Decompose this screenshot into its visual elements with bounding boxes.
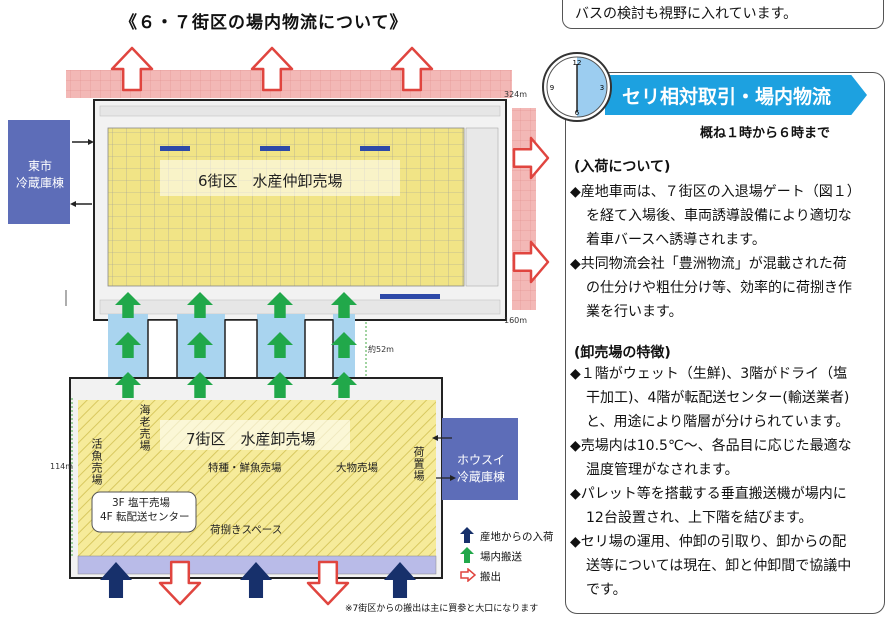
info-panel — [565, 72, 885, 614]
hosui-cold-line2: 冷蔵庫棟 — [456, 470, 505, 484]
outbound-arrows — [110, 46, 550, 606]
legend-internal: 場内搬送 — [480, 551, 522, 563]
dim-160m: 160m — [504, 316, 528, 325]
s1-i2-l3: 業を行います。 — [586, 304, 683, 320]
s2-i4-l2: 送等については現在、卸と仲卸間で協議中 — [586, 558, 852, 574]
top-continuation-text: バスの検討も視野に入れています。 — [575, 6, 798, 22]
outbound-arrow — [390, 46, 434, 92]
s2-i1-l3: と、用途により階層が分けられています。 — [586, 414, 850, 430]
internal-transport-arrow — [187, 332, 213, 358]
inbound-legend-icon — [460, 527, 474, 543]
section1-title: (入荷について) — [574, 159, 671, 175]
internal-transport-arrow — [187, 292, 213, 318]
internal-transport-arrow — [115, 332, 141, 358]
hosui-cold-storage-label: ホウスイ 冷蔵庫棟 — [446, 452, 516, 486]
block7-label: 7街区 水産卸売場 — [186, 430, 316, 448]
internal-transport-arrow — [187, 372, 213, 398]
panel-banner — [605, 75, 867, 115]
dim-324m: 324m — [504, 90, 528, 99]
s2-i1-l2: 干加工)、4階が転配送センター(輸送業者) — [586, 390, 850, 406]
outbound-arrow — [512, 136, 550, 180]
section2-item: ◆売場内は10.5℃～、各品目に応じた最適な 温度管理がなされます。 — [570, 434, 878, 482]
tokushu-area-label: 特種・鮮魚売場 — [208, 462, 282, 474]
s2-i1-l1: ◆１階がウェット（生鮮)、3階がドライ（塩 — [570, 366, 848, 382]
s2-i4-l3: です。 — [586, 582, 627, 598]
east-cold-storage — [8, 120, 70, 224]
section2-item: ◆セリ場の運用、仲卸の引取り、卸からの配 送等については現在、卸と仲卸間で協議中… — [570, 530, 878, 602]
s2-i2-l2: 温度管理がなされます。 — [586, 462, 739, 478]
floor-note-3f: 3F 塩干売場 — [112, 497, 171, 509]
floor-note-4f: 4F 転配送センター — [100, 511, 190, 523]
s1-i1-l2: を経て入場後、車両誘導設備により適切な — [586, 208, 852, 224]
outbound-arrow — [110, 46, 154, 92]
hosui-cold-storage — [442, 418, 518, 500]
internal-transport-arrow — [267, 292, 293, 318]
panel-banner-text: セリ相対取引・場内物流 — [622, 86, 832, 108]
outbound-arrow — [306, 560, 350, 606]
east-cold-line1: 東市 — [27, 159, 52, 173]
clock-9: 9 — [550, 84, 554, 92]
hosui-cold-line1: ホウスイ — [456, 453, 505, 467]
inbound-arrow — [240, 562, 272, 598]
katsugyo-area-label: 活魚売場 — [90, 438, 103, 486]
s1-i2-l1: ◆共同物流会社「豊洲物流」が混載された荷 — [570, 256, 847, 272]
inbound-arrows — [100, 562, 416, 598]
internal-legend-icon — [460, 547, 474, 563]
clock-12: 12 — [573, 59, 582, 67]
internal-transport-arrow — [331, 372, 357, 398]
section2-item: ◆パレット等を搭載する垂直搬送機が場内に 12台設置され、上下階を結びます。 — [570, 482, 878, 530]
floor-note-box — [91, 491, 197, 533]
east-cold-storage-label: 東市 冷蔵庫棟 — [12, 158, 68, 192]
section1-item: ◆産地車両は、７街区の入退場ゲート（図１） を経て入場後、車両誘導設備により適切… — [570, 180, 878, 252]
s2-i2-l1: ◆売場内は10.5℃～、各品目に応じた最適な — [570, 438, 852, 454]
block6-label-bg — [160, 160, 400, 196]
internal-transport-arrow — [115, 372, 141, 398]
s2-i3-l1: ◆パレット等を搭載する垂直搬送機が場内に — [570, 486, 847, 502]
clock-icon: 12 3 6 9 — [542, 52, 612, 122]
operating-hours: 概ね１時から６時まで — [700, 126, 831, 141]
dim-52m: 約52m — [368, 345, 394, 354]
outbound-arrow — [158, 560, 202, 606]
s1-i1-l1: ◆産地車両は、７街区の入退場ゲート（図１） — [570, 184, 861, 200]
s2-i4-l1: ◆セリ場の運用、仲卸の引取り、卸からの配 — [570, 534, 847, 550]
internal-transport-arrows — [115, 292, 357, 398]
ebi-area-label: 海老売場 — [138, 404, 151, 452]
clock-6: 6 — [575, 109, 580, 117]
internal-transport-arrow — [331, 332, 357, 358]
page-title: 《６・７街区の場内物流について》 — [120, 13, 408, 33]
block6-label: 6街区 水産仲卸売場 — [198, 172, 343, 190]
s1-i1-l3: 着車バースへ誘導されます。 — [586, 232, 766, 248]
section2-title: (卸売場の特徴) — [574, 345, 671, 361]
footnote: ※7街区からの搬出は主に買参と大口になります — [345, 604, 539, 614]
block6-stall-grid — [107, 127, 465, 287]
east-cold-line2: 冷蔵庫棟 — [15, 176, 64, 190]
taimono-area-label: 大物売場 — [336, 462, 378, 474]
s2-i3-l2: 12台設置され、上下階を結びます。 — [586, 510, 813, 526]
nioki-area-label: 荷置場 — [412, 446, 425, 482]
outbound-arrow — [250, 46, 294, 92]
outbound-arrow — [512, 240, 550, 284]
inbound-arrow — [100, 562, 132, 598]
internal-transport-arrow — [267, 372, 293, 398]
floor-note: 3F 塩干売場 4F 転配送センター — [100, 496, 190, 524]
internal-transport-arrow — [331, 292, 357, 318]
internal-transport-arrow — [267, 332, 293, 358]
legend-outbound: 搬出 — [480, 571, 501, 583]
site-map — [8, 46, 550, 606]
dim-114m: 114m — [50, 462, 74, 471]
legend-inbound: 産地からの入荷 — [480, 531, 554, 543]
internal-transport-arrow — [115, 292, 141, 318]
section2-list: ◆１階がウェット（生鮮)、3階がドライ（塩 干加工)、4階が転配送センター(輸送… — [570, 362, 878, 602]
clock-3: 3 — [600, 84, 604, 92]
section1-list: ◆産地車両は、７街区の入退場ゲート（図１） を経て入場後、車両誘導設備により適切… — [570, 180, 878, 324]
nisabaki-area-label: 荷捌きスペース — [210, 524, 283, 536]
inbound-arrow — [384, 562, 416, 598]
outbound-legend-icon — [460, 568, 476, 582]
s1-i2-l2: の仕分けや粗仕分け等、効率的に荷捌き作 — [586, 280, 852, 296]
section1-item: ◆共同物流会社「豊洲物流」が混載された荷 の仕分けや粗仕分け等、効率的に荷捌き作… — [570, 252, 878, 324]
section2-item: ◆１階がウェット（生鮮)、3階がドライ（塩 干加工)、4階が転配送センター(輸送… — [570, 362, 878, 434]
top-continuation-box — [562, 0, 884, 29]
